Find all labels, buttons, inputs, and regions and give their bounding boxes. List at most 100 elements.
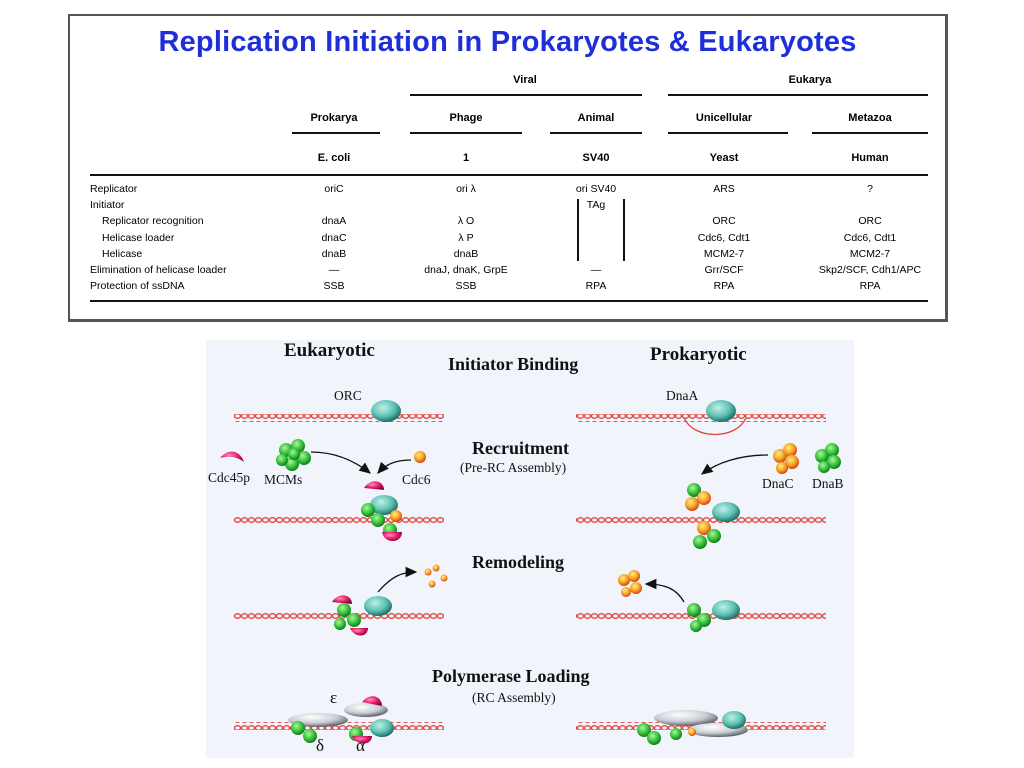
group-rule-viral: [410, 94, 642, 96]
dnac-arrow: [700, 454, 769, 475]
stage-initiator-binding: Initiator Binding: [448, 354, 579, 374]
stage-polymerase-loading: Polymerase Loading: [432, 666, 590, 686]
stage-polymerase-loading-subtitle: (RC Assembly): [472, 690, 556, 705]
row-label-protection: Protection of ssDNA: [90, 280, 185, 292]
table-cell: ORC: [858, 215, 882, 227]
table-cell: Cdc6, Cdt1: [697, 232, 751, 244]
table-cell: MCM2-7: [703, 248, 745, 260]
column-rule: [812, 132, 928, 134]
table-cell: Skp2/SCF, Cdh1/APC: [818, 264, 922, 276]
orc-complex: [371, 400, 401, 422]
organism-human: Human: [851, 152, 889, 164]
rc-prok: [637, 710, 748, 745]
group-header-eukarya: Eukarya: [788, 74, 832, 86]
table-panel: Replication Initiation in Prokaryotes & …: [68, 14, 948, 322]
dna-strand: [576, 516, 826, 524]
cdc45p-protein: [220, 451, 244, 462]
cdc6-protein: [414, 451, 426, 463]
table-cell: dnaB: [321, 248, 347, 260]
slide-title: Replication Initiation in Prokaryotes & …: [158, 26, 857, 58]
organism-ecoli: E. coli: [317, 152, 351, 164]
dna-bubble: [683, 417, 747, 436]
released-cdc6: [424, 564, 448, 588]
organism-yeast: Yeast: [709, 152, 739, 164]
body-bottom-rule: [90, 300, 928, 302]
stage-recruitment-subtitle: (Pre-RC Assembly): [460, 460, 567, 475]
dna-strand: [234, 612, 444, 620]
table-cell: —: [328, 264, 340, 276]
table-cell: dnaA: [321, 215, 347, 227]
table-cell: SSB: [455, 280, 477, 292]
replication-diagram: Eukaryotic Prokaryotic Initiator Binding…: [206, 340, 854, 758]
group-header-viral: Viral: [513, 74, 537, 86]
diagram-artwork: [220, 400, 841, 745]
table-cell: oriC: [324, 183, 344, 195]
column-rule: [292, 132, 380, 134]
row-label-helicase: Helicase: [102, 248, 143, 260]
column-rule: [410, 132, 522, 134]
column-header-phage: Phage: [449, 112, 483, 124]
pre-rc-euk: [361, 481, 402, 541]
row-label-elimination: Elimination of helicase loader: [90, 264, 227, 276]
table-cell: MCM2-7: [849, 248, 891, 260]
dnac-release-arrow: [644, 578, 685, 603]
dna-strand: [234, 516, 444, 524]
table-cell: RPA: [585, 280, 607, 292]
row-label-replicator-recognition: Replicator recognition: [102, 215, 204, 227]
column-header-unicellular: Unicellular: [695, 112, 753, 124]
table-cell: ori SV40: [575, 183, 617, 195]
mcm-complex: [276, 439, 311, 471]
row-label-helicase-loader: Helicase loader: [102, 232, 175, 244]
remodeled-euk: [332, 595, 392, 636]
row-label-replicator: Replicator: [90, 183, 138, 195]
stage-recruitment: Recruitment: [472, 438, 569, 458]
table-cell: RPA: [713, 280, 735, 292]
table-cell: ARS: [713, 183, 735, 195]
column-rule: [550, 132, 642, 134]
tag-bracket-left: [577, 199, 579, 261]
table-cell: —: [590, 264, 602, 276]
dnac-protein: [773, 443, 799, 474]
delta-label: δ: [316, 736, 325, 755]
table-cell: SSB: [323, 280, 345, 292]
cdc45p-label: Cdc45p: [208, 470, 250, 485]
dnaa-complex: [706, 400, 736, 422]
rc-euk: [288, 696, 394, 744]
column-header-prokarya: Prokarya: [310, 112, 358, 124]
dnaa-label: DnaA: [666, 388, 699, 403]
organism-phage: 1: [462, 152, 470, 164]
eukaryotic-heading: Eukaryotic: [284, 340, 375, 361]
prokaryotic-heading: Prokaryotic: [650, 344, 747, 365]
group-rule-eukarya: [668, 94, 928, 96]
mcms-label: MCMs: [264, 472, 303, 487]
table-cell: ori λ: [456, 183, 476, 195]
dnac-label: DnaC: [762, 476, 794, 491]
table-cell: RPA: [859, 280, 881, 292]
table-cell: λ O: [457, 215, 475, 227]
table-cell: λ P: [458, 232, 474, 244]
stage-remodeling: Remodeling: [472, 552, 564, 572]
cdc6-arrow: [377, 459, 412, 474]
row-label-initiator: Initiator: [90, 199, 125, 211]
column-rule: [668, 132, 788, 134]
pre-rc-prok: [685, 483, 740, 549]
orc-label: ORC: [334, 388, 362, 403]
epsilon-label: ε: [330, 688, 338, 707]
column-header-metazoa: Metazoa: [848, 112, 892, 124]
released-dnac: [618, 570, 642, 597]
dnab-label: DnaB: [812, 476, 844, 491]
dna-strand: [234, 414, 444, 422]
table-cell: dnaJ, dnaK, GrpE: [424, 264, 508, 276]
tag-bracket-right: [623, 199, 625, 261]
table-cell: dnaC: [321, 232, 347, 244]
body-top-rule: [90, 174, 928, 176]
mcm-arrow: [310, 451, 372, 474]
release-arrow: [377, 566, 418, 593]
organism-sv40: SV40: [582, 152, 610, 164]
column-header-animal: Animal: [577, 112, 615, 124]
table-cell: dnaB: [453, 248, 479, 260]
table-cell: Grr/SCF: [704, 264, 744, 276]
alpha-label: α: [356, 736, 365, 755]
table-cell: TAg: [586, 199, 606, 211]
table-cell: ?: [867, 183, 873, 195]
